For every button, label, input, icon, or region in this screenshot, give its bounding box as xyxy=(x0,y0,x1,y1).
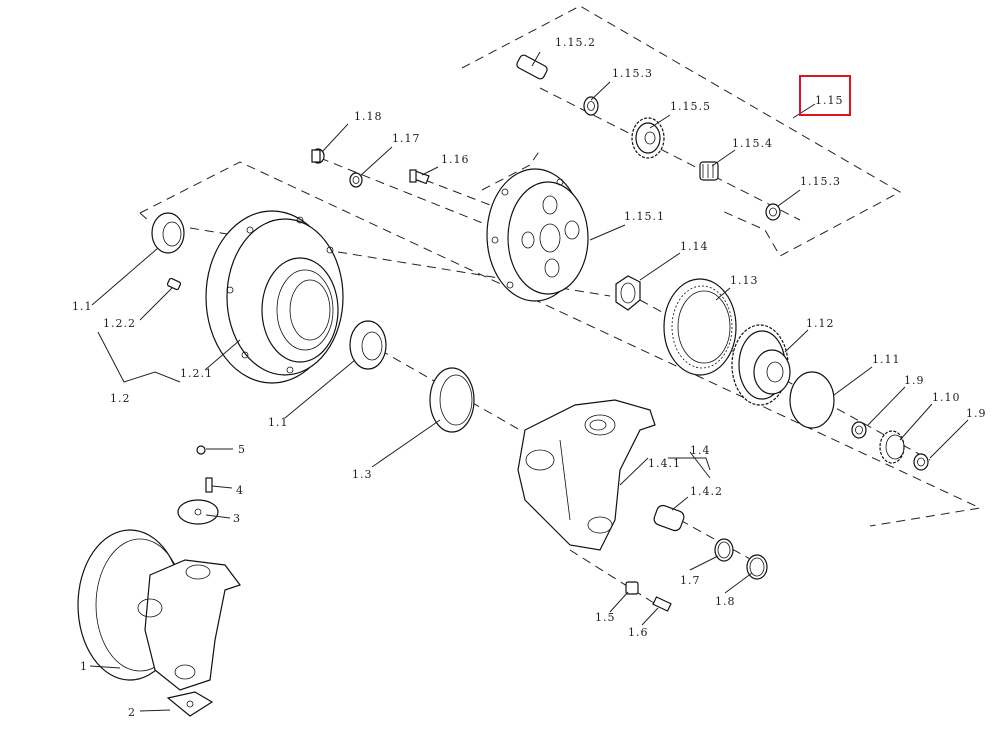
bearing-1-1a xyxy=(151,212,185,254)
bolt-1-16 xyxy=(409,169,430,185)
wheel-hub-1-2-1 xyxy=(205,210,344,384)
washer-1-15-3b xyxy=(765,203,781,221)
seal-1-7 xyxy=(714,538,734,562)
ring-gear-1-13 xyxy=(663,278,737,376)
label-1-11: 1.11 xyxy=(872,353,901,366)
label-1: 1 xyxy=(80,660,88,673)
knuckle-1-4-1 xyxy=(517,399,656,551)
hub-gear-1-12 xyxy=(731,324,791,406)
label-1-15-1: 1.15.1 xyxy=(624,210,665,223)
plug-1-18 xyxy=(311,148,325,164)
label-1-13: 1.13 xyxy=(730,274,759,287)
label-1-4-1: 1.4.1 xyxy=(648,457,681,470)
label-1-2-1: 1.2.1 xyxy=(180,367,213,380)
washer-1-15-3a xyxy=(583,96,599,116)
highlight-box-1-15 xyxy=(799,75,851,116)
seal-1-3 xyxy=(429,367,475,433)
label-1-1a: 1.1 xyxy=(72,300,93,313)
bearing-1-1b xyxy=(349,320,387,370)
label-3: 3 xyxy=(233,512,241,525)
nut-1-5 xyxy=(625,581,639,595)
bracket-1-4 xyxy=(668,457,711,471)
label-1-3: 1.3 xyxy=(352,468,373,481)
assembly-view xyxy=(77,445,241,717)
seal-1-8 xyxy=(746,554,768,580)
leader-lines xyxy=(89,51,969,712)
label-1-2: 1.2 xyxy=(110,392,131,405)
label-2: 2 xyxy=(128,706,136,719)
label-1-15-5: 1.15.5 xyxy=(670,100,711,113)
label-1-15-4: 1.15.4 xyxy=(732,137,773,150)
label-1-15-3b: 1.15.3 xyxy=(800,175,841,188)
label-1-15: 1.15 xyxy=(815,94,844,107)
label-1-17: 1.17 xyxy=(392,132,421,145)
label-1-1b: 1.1 xyxy=(268,416,289,429)
label-1-10: 1.10 xyxy=(932,391,961,404)
label-1-7: 1.7 xyxy=(680,574,701,587)
label-1-4-2: 1.4.2 xyxy=(690,485,723,498)
label-1-6: 1.6 xyxy=(628,626,649,639)
bolt-1-6 xyxy=(652,596,672,612)
planet-gear-1-15-5 xyxy=(631,117,665,159)
nut-1-14 xyxy=(615,275,641,311)
washer-1-17 xyxy=(349,172,363,188)
label-1-5: 1.5 xyxy=(595,611,616,624)
label-1-15-3a: 1.15.3 xyxy=(612,67,653,80)
washer-1-9b xyxy=(913,453,929,471)
stud-1-2-2 xyxy=(166,277,182,291)
label-1-16: 1.16 xyxy=(441,153,470,166)
label-4: 4 xyxy=(236,484,244,497)
sun-gear-1-10 xyxy=(879,430,905,464)
needle-bearing-1-15-4 xyxy=(699,161,719,181)
pin-1-15-2 xyxy=(516,54,548,80)
label-1-9b: 1.9 xyxy=(966,407,987,420)
planet-carrier-1-15-1 xyxy=(486,168,589,302)
label-5: 5 xyxy=(238,443,246,456)
label-1-14: 1.14 xyxy=(680,240,709,253)
label-1-18: 1.18 xyxy=(354,110,383,123)
group-outlines xyxy=(139,5,982,527)
label-1-9a: 1.9 xyxy=(904,374,925,387)
washer-1-9a xyxy=(851,421,867,439)
label-1-4: 1.4 xyxy=(690,444,711,457)
callout-labels: 1.15.2 1.15.3 1.15.5 1.15.4 1.15.3 1.15 … xyxy=(72,36,987,719)
label-1-8: 1.8 xyxy=(715,595,736,608)
bushing-1-4-2 xyxy=(653,504,685,532)
label-1-2-2: 1.2.2 xyxy=(103,317,136,330)
label-1-15-2: 1.15.2 xyxy=(555,36,596,49)
o-ring-1-11 xyxy=(789,371,835,429)
label-1-12: 1.12 xyxy=(806,317,835,330)
